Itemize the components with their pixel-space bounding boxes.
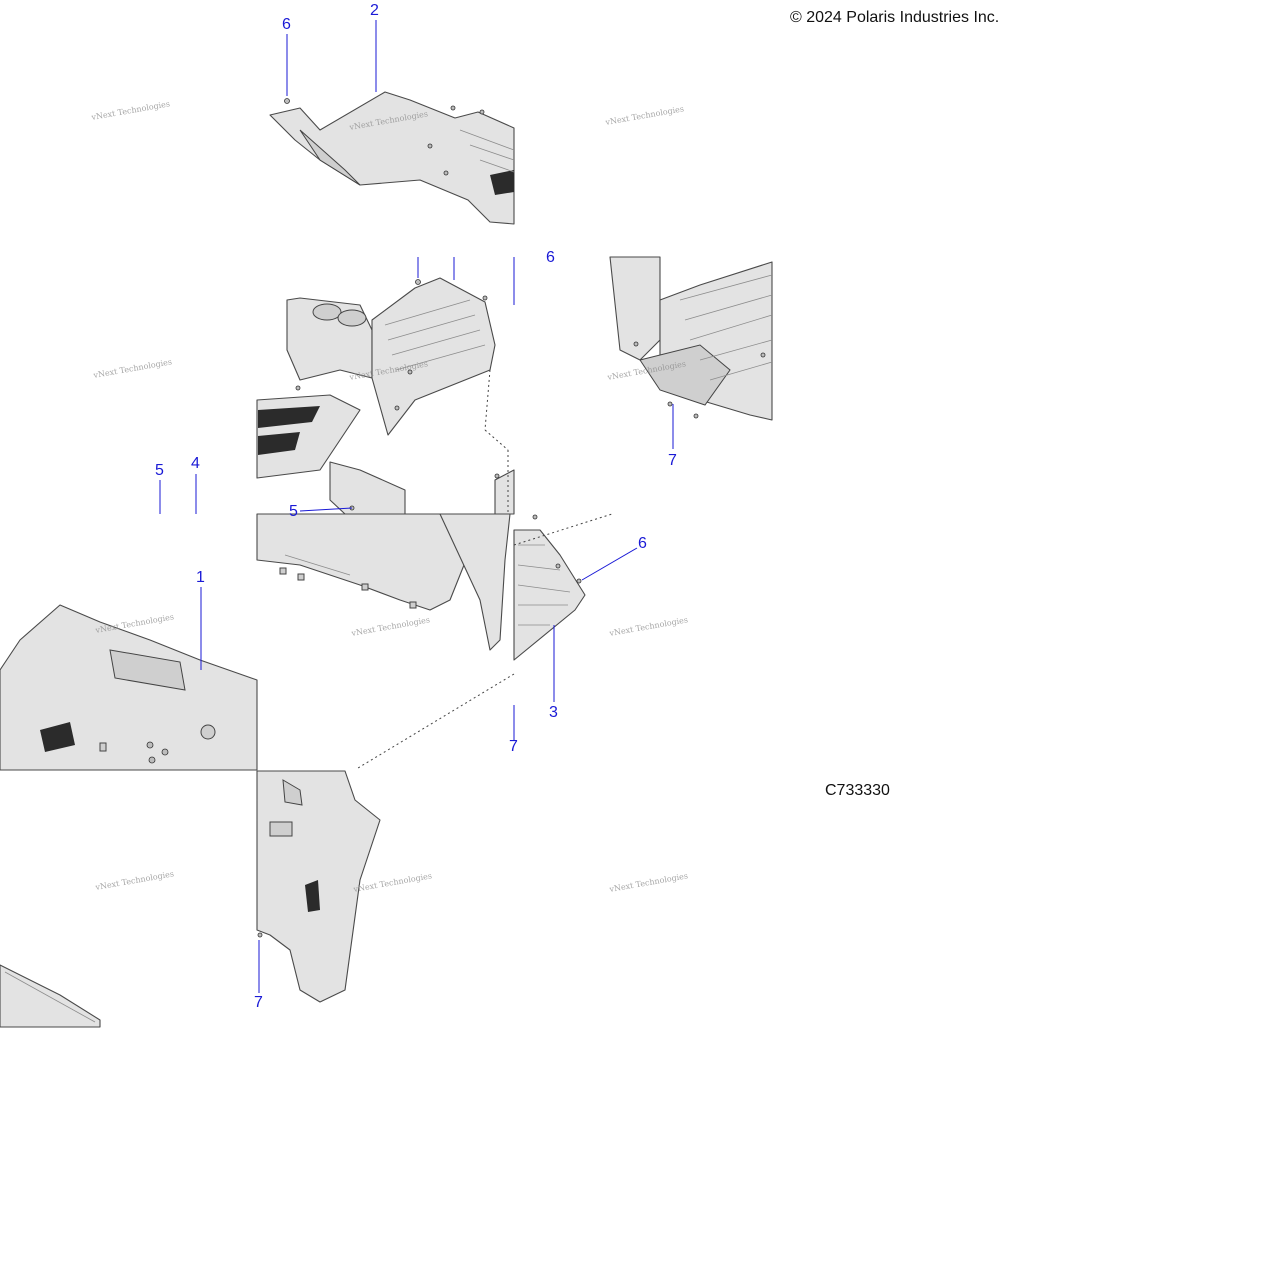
watermark: vNext Technologies bbox=[608, 871, 689, 894]
watermark: vNext Technologies bbox=[604, 104, 685, 127]
part-3-footwell bbox=[513, 514, 586, 661]
callout-2: 2 bbox=[370, 2, 379, 19]
callout-6: 6 bbox=[282, 16, 291, 33]
watermark: vNext Technologies bbox=[92, 357, 173, 380]
callout-7: 7 bbox=[509, 738, 518, 755]
figure-code: C733330 bbox=[825, 782, 890, 799]
callout-6: 6 bbox=[546, 249, 555, 266]
callout-5: 5 bbox=[289, 503, 298, 520]
watermark: vNext Technologies bbox=[94, 612, 175, 635]
callout-6: 6 bbox=[638, 535, 647, 552]
watermark: vNext Technologies bbox=[90, 99, 171, 122]
watermark: vNext Technologies bbox=[352, 871, 433, 894]
part-floor-right bbox=[609, 256, 773, 421]
callout-7: 7 bbox=[254, 994, 263, 1011]
watermark: vNext Technologies bbox=[94, 869, 175, 892]
callout-3: 3 bbox=[549, 704, 558, 721]
callout-7: 7 bbox=[668, 452, 677, 469]
part-side-panel bbox=[256, 513, 511, 651]
callout-4: 4 bbox=[191, 455, 200, 472]
part-1-dash-panel bbox=[0, 604, 258, 771]
callout-1: 1 bbox=[196, 569, 205, 586]
callout-5: 5 bbox=[155, 462, 164, 479]
console-cupholder bbox=[256, 277, 515, 515]
part-vertical-side-panel bbox=[256, 770, 381, 1003]
copyright-notice: © 2024 Polaris Industries Inc. bbox=[790, 9, 1000, 26]
watermark: vNext Technologies bbox=[608, 615, 689, 638]
watermark: vNext Technologies bbox=[350, 615, 431, 638]
part-lower-rail bbox=[0, 964, 101, 1028]
part-2-floor-panel bbox=[269, 91, 515, 225]
